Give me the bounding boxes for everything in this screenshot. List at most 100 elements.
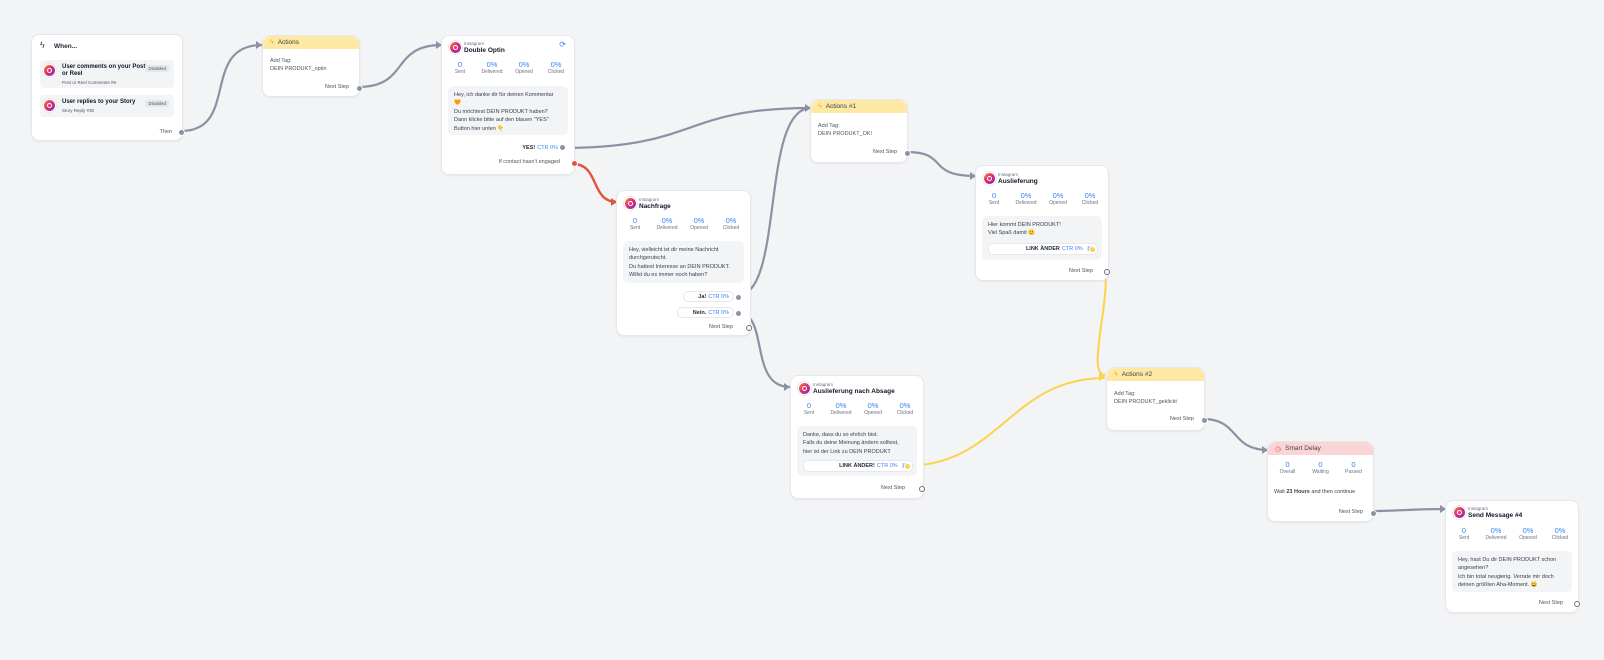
link-button[interactable]: LINK ÄNDER!CTR 0%⛓ <box>803 460 913 472</box>
next-step-port[interactable] <box>746 325 752 331</box>
wire-absage-to-actions2 <box>904 377 1106 467</box>
trigger-card[interactable]: ϟ When... User comments on your Post or … <box>31 34 185 141</box>
next-step-port[interactable] <box>1201 417 1208 424</box>
card-title: Send Message #4 <box>1468 512 1523 519</box>
add-tag-text: Add Tag:DEIN PRODUKT_geklickt <box>1114 391 1177 405</box>
next-step-label: Next Step <box>880 485 905 491</box>
instagram-icon <box>43 99 56 112</box>
actions2-title: Actions #2 <box>1121 371 1153 378</box>
wire-yes-to-actions1 <box>560 106 812 150</box>
wire-actions1-to-auslieferung <box>905 150 977 178</box>
then-port[interactable] <box>178 129 185 136</box>
instagram-icon <box>43 64 56 77</box>
ja-port[interactable] <box>735 294 742 301</box>
yes-port[interactable] <box>559 144 566 151</box>
clock-icon: ◷ <box>1275 445 1282 453</box>
bolt-icon: ϟ <box>40 40 45 50</box>
next-step-label: Next Step <box>1338 509 1363 515</box>
not-engaged-port[interactable] <box>571 160 578 167</box>
instagram-icon <box>1453 506 1466 519</box>
next-step-label: Next Step <box>1169 416 1194 422</box>
next-step-port[interactable] <box>1370 510 1377 517</box>
smart-delay-header: ◷Smart Delay <box>1268 442 1373 455</box>
trigger-title: When... <box>54 43 78 50</box>
nein-button[interactable]: Nein.CTR 0% <box>677 307 734 318</box>
instagram-icon <box>449 41 462 54</box>
message-bubble: Hey, ich danke dir für deinen Kommentar🧡… <box>448 86 568 135</box>
yes-button[interactable]: YES!CTR 0% <box>512 142 562 153</box>
wire-delay-to-send-message <box>1371 507 1447 513</box>
trigger-item-comments[interactable]: User comments on your Post or Reel Post … <box>40 60 174 88</box>
trigger-item-subtitle: Post or Reel Comments #9 <box>62 80 117 85</box>
platform-label: Instagram <box>813 382 834 387</box>
link-port[interactable] <box>904 463 911 470</box>
status-badge: Disabled <box>145 65 169 72</box>
actions1-title: Actions #1 <box>825 103 857 110</box>
next-step-port[interactable] <box>1574 601 1580 607</box>
next-step-port[interactable] <box>356 85 363 92</box>
ja-button[interactable]: Ja!CTR 0% <box>683 291 734 302</box>
next-step-port[interactable] <box>919 486 925 492</box>
add-tag-text: Add Tag:DEIN PRODUKT_OK! <box>818 123 873 137</box>
next-step-label: Next Step <box>324 84 349 90</box>
card-title: Auslieferung nach Absage <box>813 388 895 395</box>
card-title: Nachfrage <box>639 203 671 210</box>
platform-label: Instagram <box>998 172 1019 177</box>
next-step-label: Next Step <box>1538 600 1563 606</box>
platform-label: Instagram <box>464 41 485 46</box>
instagram-icon <box>624 197 637 210</box>
platform-label: Instagram <box>639 197 660 202</box>
instagram-icon <box>798 382 811 395</box>
instagram-icon <box>983 172 996 185</box>
smart-delay-title: Smart Delay <box>1285 445 1321 452</box>
refresh-icon[interactable]: ⟳ <box>559 40 566 49</box>
status-badge: Disabled <box>145 100 169 107</box>
wire-actions2-to-delay <box>1202 417 1269 452</box>
add-tag-text: Add Tag:DEIN PRODUKT_optin <box>270 58 327 72</box>
wait-text: Wait 23 Hours and then continue <box>1274 489 1356 495</box>
trigger-item-story[interactable]: User replies to your Story Story Reply #… <box>40 95 174 117</box>
then-label: Then <box>159 129 172 135</box>
bolt-icon: ϟ <box>270 39 274 46</box>
wire-trigger-to-actions <box>180 43 263 133</box>
not-engaged-label: If contact hasn't engaged <box>498 159 560 165</box>
trigger-item-title: User comments on your Post or Reel <box>62 64 146 77</box>
wire-actions-to-double-optin <box>357 43 443 89</box>
next-step-port[interactable] <box>1104 269 1110 275</box>
nein-port[interactable] <box>735 310 742 317</box>
trigger-item-title: User replies to your Story <box>62 99 136 105</box>
card-title: Double Optin <box>464 47 505 54</box>
actions-title: Actions <box>277 39 300 46</box>
next-step-label: Next Step <box>708 324 733 330</box>
next-step-label: Next Step <box>872 149 897 155</box>
bolt-icon: ϟ <box>818 103 822 110</box>
next-step-label: Next Step <box>1068 268 1093 274</box>
trigger-item-subtitle: Story Reply #35 <box>62 108 95 113</box>
platform-label: Instagram <box>1468 506 1489 511</box>
link-port[interactable] <box>1089 246 1096 253</box>
wire-not-engaged-to-nachfrage <box>572 162 618 204</box>
next-step-port[interactable] <box>904 150 911 157</box>
